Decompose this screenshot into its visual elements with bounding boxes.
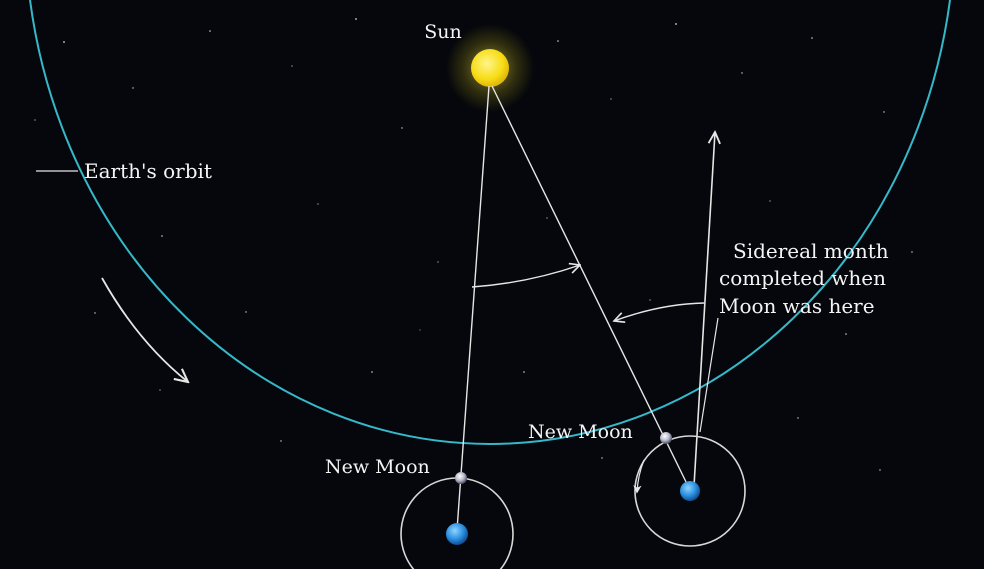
new-moon-icon-right [660,432,672,444]
sun-earth-line-right [491,85,690,489]
sun-earth-line-left [456,85,490,531]
sun-label: Sun [424,21,462,43]
earth-orbit-path [29,0,951,445]
earth-icon-left [446,523,468,545]
sidereal-label-line2: completed when [719,266,886,290]
moon-orbit-direction-arrow [633,459,645,494]
angle-arc [471,265,580,288]
new-moon-label-left: New Moon [325,456,430,478]
starfield [34,18,939,471]
sidereal-angle-arc [614,302,705,321]
sidereal-reference-arrow [693,132,715,487]
orbital-direction-arrow [101,277,188,382]
sidereal-label-leader [699,317,719,433]
sidereal-label-line3: Moon was here [719,294,875,318]
new-moon-label-right: New Moon [528,421,633,443]
earth-icon-right [680,481,700,501]
earth-orbit-label: Earth's orbit [84,159,212,183]
sidereal-label-line1: Sidereal month [733,239,889,263]
new-moon-icon-left [455,472,467,484]
sun-icon [471,49,509,87]
